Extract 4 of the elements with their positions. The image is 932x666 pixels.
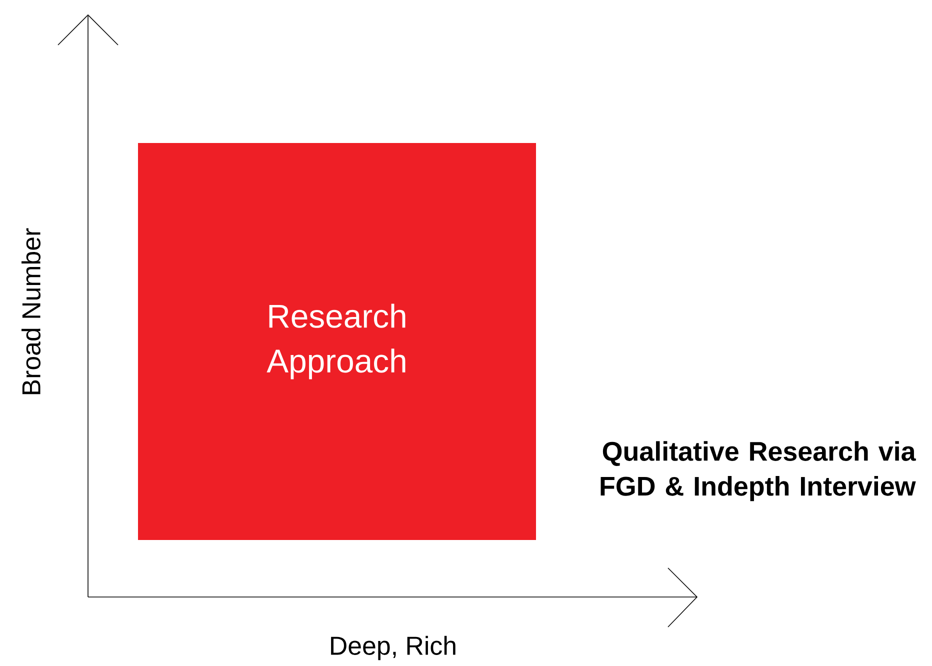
approach-box: Research Approach	[138, 143, 536, 540]
axis-label: Deep, Rich	[331, 636, 456, 660]
axis-label: Broad Number	[22, 228, 41, 394]
quadrant-label: Qualitative Research via FGD & Indepth Interview	[600, 441, 916, 502]
